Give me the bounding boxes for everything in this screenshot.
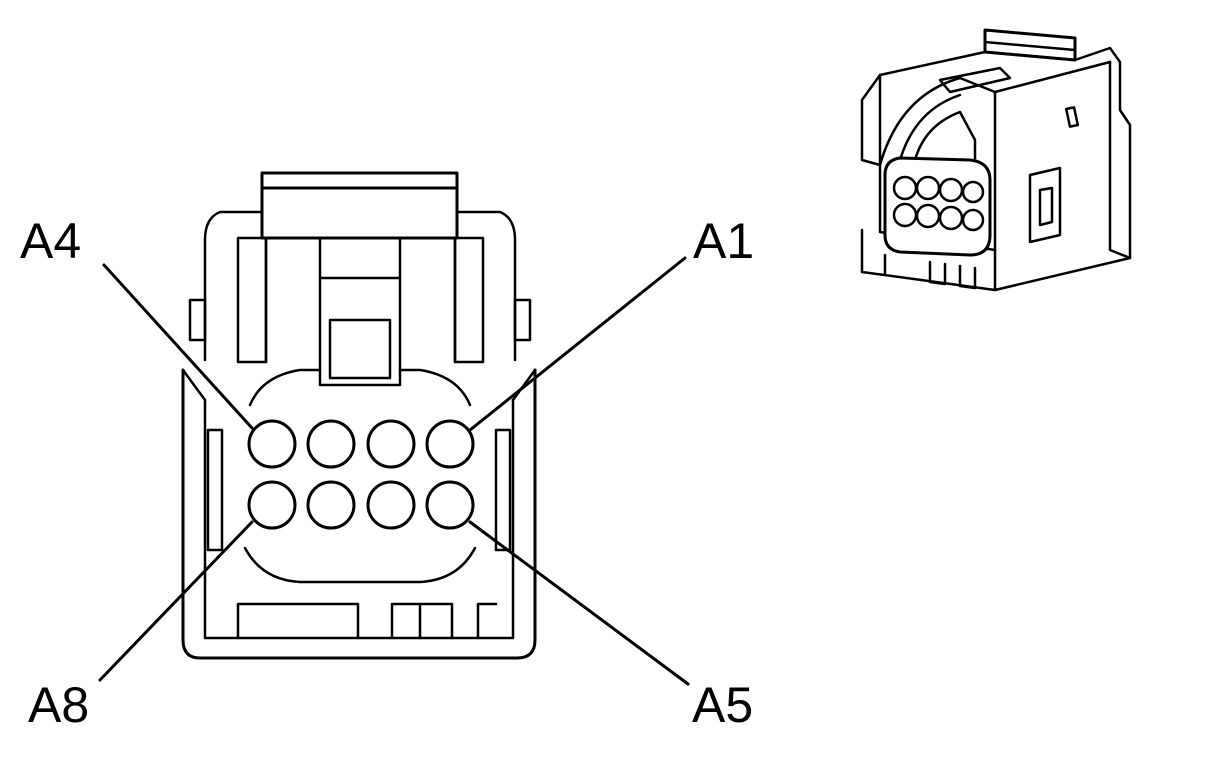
cavity-arc-bottom [243,546,477,584]
central-latch [318,236,402,387]
cavity-arc-top [248,368,472,407]
leader-lines [98,256,690,686]
pin-cavity [366,419,416,469]
iso-face [883,156,992,257]
pin-cavity [247,419,297,469]
bottom-key-slots [236,602,498,640]
iso-pin-cavity [961,208,985,232]
pin-label-a8: A8 [28,677,89,733]
iso-pin-cavity [961,180,985,204]
pin-label-a5: A5 [692,677,753,733]
leader-line [468,256,687,432]
connector-front-view [98,171,690,686]
iso-pin-cavities [892,175,985,232]
pin-cavity [247,480,297,530]
pin-cavity [366,480,416,530]
pin-label-a1: A1 [693,213,754,269]
pin-cavity [425,480,475,530]
pin-cavity [306,480,356,530]
leader-line [468,520,690,686]
leader-line [98,520,254,682]
pin-cavities [247,419,475,530]
pin-cavity [306,419,356,469]
pin-label-a4: A4 [20,213,81,269]
connector-isometric-view [860,28,1132,292]
latch-wings [203,210,517,362]
pin-cavity [425,419,475,469]
leader-line [102,263,254,430]
housing-outline [181,368,537,660]
latch-top-block [260,171,459,240]
